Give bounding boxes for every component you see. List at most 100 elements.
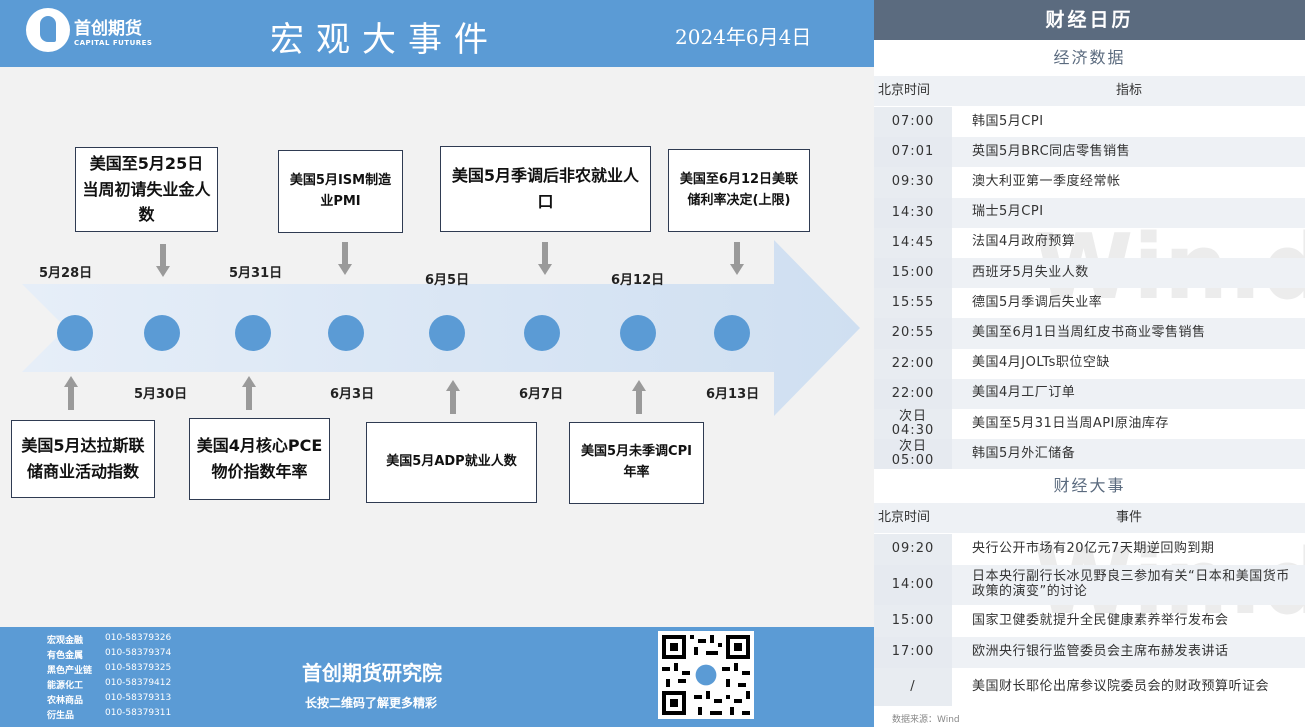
col-event: 事件 xyxy=(1116,510,1143,525)
row-name: 央行公开市场有20亿元7天期逆回购到期 xyxy=(972,541,1215,557)
event-box: 美国5月季调后非农就业人口 xyxy=(440,146,651,232)
calendar-panel: Win.d Win.d 财经日历 经济数据 北京时间 指标 07:00韩国5月C… xyxy=(874,0,1305,727)
page-date: 2024年6月4日 xyxy=(675,25,812,49)
row-name: 日本央行副行长冰见野良三参加有关“日本和美国货币政策的演变”的讨论 xyxy=(972,569,1290,599)
row-time: 14:45 xyxy=(891,234,935,250)
col-time: 北京时间 xyxy=(878,83,931,98)
logo-text: 首创期货 xyxy=(74,19,142,39)
row-time: 15:00 xyxy=(891,612,935,628)
event-box: 美国至5月25日当周初请失业金人数 xyxy=(75,147,218,232)
row-time: 07:00 xyxy=(891,113,935,129)
arrow-up-icon xyxy=(446,380,460,414)
row-name: 国家卫健委就提升全民健康素养举行发布会 xyxy=(972,612,1229,628)
row-time: 20:55 xyxy=(874,318,952,349)
timeline-dot xyxy=(235,315,271,351)
row-name: 德国5月季调后失业率 xyxy=(972,294,1103,310)
event-box: 美国5月达拉斯联储商业活动指数 xyxy=(11,420,155,498)
row-time: 09:20 xyxy=(891,541,935,557)
row-name: 美国至6月1日当周红皮书商业零售销售 xyxy=(972,325,1206,341)
row-time: 22:00 xyxy=(891,355,935,371)
table-row: 15:00 西班牙5月失业人数 xyxy=(874,258,1305,289)
timeline-dot xyxy=(144,315,180,351)
table-row: 07:01 英国5月BRC同店零售销售 xyxy=(874,137,1305,168)
row-name: 西班牙5月失业人数 xyxy=(972,264,1089,280)
row-name: 欧洲央行银行监管委员会主席布赫发表讲话 xyxy=(972,644,1229,660)
table-row: 15:55 德国5月季调后失业率 xyxy=(874,288,1305,319)
date-label: 6月5日 xyxy=(425,273,470,288)
arrow-down-icon xyxy=(338,242,352,275)
row-time: 17:00 xyxy=(874,637,952,668)
row-name: 澳大利亚第一季度经常帐 xyxy=(972,174,1121,190)
row-name: 英国5月BRC同店零售销售 xyxy=(972,143,1131,159)
timeline-dot xyxy=(620,315,656,351)
timeline-dot xyxy=(328,315,364,351)
arrow-down-icon xyxy=(156,244,170,277)
event-box: 美国5月ISM制造业PMI xyxy=(278,150,403,233)
table-row: 15:00 国家卫健委就提升全民健康素养举行发布会 xyxy=(874,605,1305,637)
arrow-down-icon xyxy=(730,242,744,275)
table-row: / 美国财长耶伦出席参议院委员会的财政预算听证会 xyxy=(874,668,1305,706)
date-label: 6月7日 xyxy=(519,387,564,402)
timeline-dot xyxy=(524,315,560,351)
institute-name: 首创期货研究院 xyxy=(302,661,442,685)
arrow-up-icon xyxy=(64,376,78,410)
header-bar: 首创期货 CAPITAL FUTURES 宏观大事件 2024年6月4日 xyxy=(0,0,874,67)
arrow-down-icon xyxy=(538,242,552,275)
event-box: 美国4月核心PCE物价指数年率 xyxy=(189,418,330,500)
qr-code-icon[interactable] xyxy=(658,631,754,719)
timeline-dot xyxy=(714,315,750,351)
row-name: 瑞士5月CPI xyxy=(972,204,1044,220)
slogan: 长按二维码了解更多精彩 xyxy=(305,696,438,710)
data-source: 数据来源：Wind xyxy=(892,715,960,725)
logo: 首创期货 CAPITAL FUTURES xyxy=(26,8,156,56)
date-label: 6月3日 xyxy=(330,387,375,402)
timeline-panel: 首创期货 CAPITAL FUTURES 宏观大事件 2024年6月4日 5月2… xyxy=(0,0,874,727)
row-time: 14:00 xyxy=(874,565,952,605)
date-label: 5月31日 xyxy=(229,266,283,281)
table-row: 09:30 澳大利亚第一季度经常帐 xyxy=(874,167,1305,198)
row-name: 美国4月工厂订单 xyxy=(972,385,1076,401)
row-time: 22:00 xyxy=(874,378,952,409)
page-title: 宏观大事件 xyxy=(270,20,500,60)
row-time: 09:30 xyxy=(891,174,935,190)
row-time: 15:55 xyxy=(891,295,935,311)
row-time: / xyxy=(910,678,916,694)
col-time: 北京时间 xyxy=(878,510,931,525)
row-time: 15:00 xyxy=(874,258,952,289)
arrow-up-icon xyxy=(242,376,256,410)
econ-section-title: 经济数据 xyxy=(1053,48,1126,67)
events-section-title: 财经大事 xyxy=(1053,476,1126,495)
logo-icon xyxy=(26,8,70,52)
table-row: 14:45 法国4月政府预算 xyxy=(874,227,1305,258)
row-name: 法国4月政府预算 xyxy=(972,234,1076,250)
date-label: 5月28日 xyxy=(39,266,93,281)
row-time: 07:01 xyxy=(874,137,952,168)
events-table-header: 北京时间 事件 xyxy=(874,503,1305,533)
date-label: 6月13日 xyxy=(706,387,760,402)
calendar-title: 财经日历 xyxy=(874,0,1305,40)
timeline-dot xyxy=(429,315,465,351)
event-box: 美国5月ADP就业人数 xyxy=(366,422,537,503)
arrow-up-icon xyxy=(632,380,646,414)
row-name: 美国财长耶伦出席参议院委员会的财政预算听证会 xyxy=(972,678,1270,694)
logo-subtext: CAPITAL FUTURES xyxy=(74,39,153,47)
timeline-dot xyxy=(57,315,93,351)
table-row: 22:00 美国4月工厂订单 xyxy=(874,378,1305,409)
date-label: 5月30日 xyxy=(134,387,188,402)
econ-table-header: 北京时间 指标 xyxy=(874,76,1305,106)
date-label: 6月12日 xyxy=(611,273,665,288)
row-name: 韩国5月外汇储备 xyxy=(972,445,1076,461)
row-name: 韩国5月CPI xyxy=(972,113,1044,129)
event-box: 美国5月未季调CPI年率 xyxy=(569,422,704,504)
